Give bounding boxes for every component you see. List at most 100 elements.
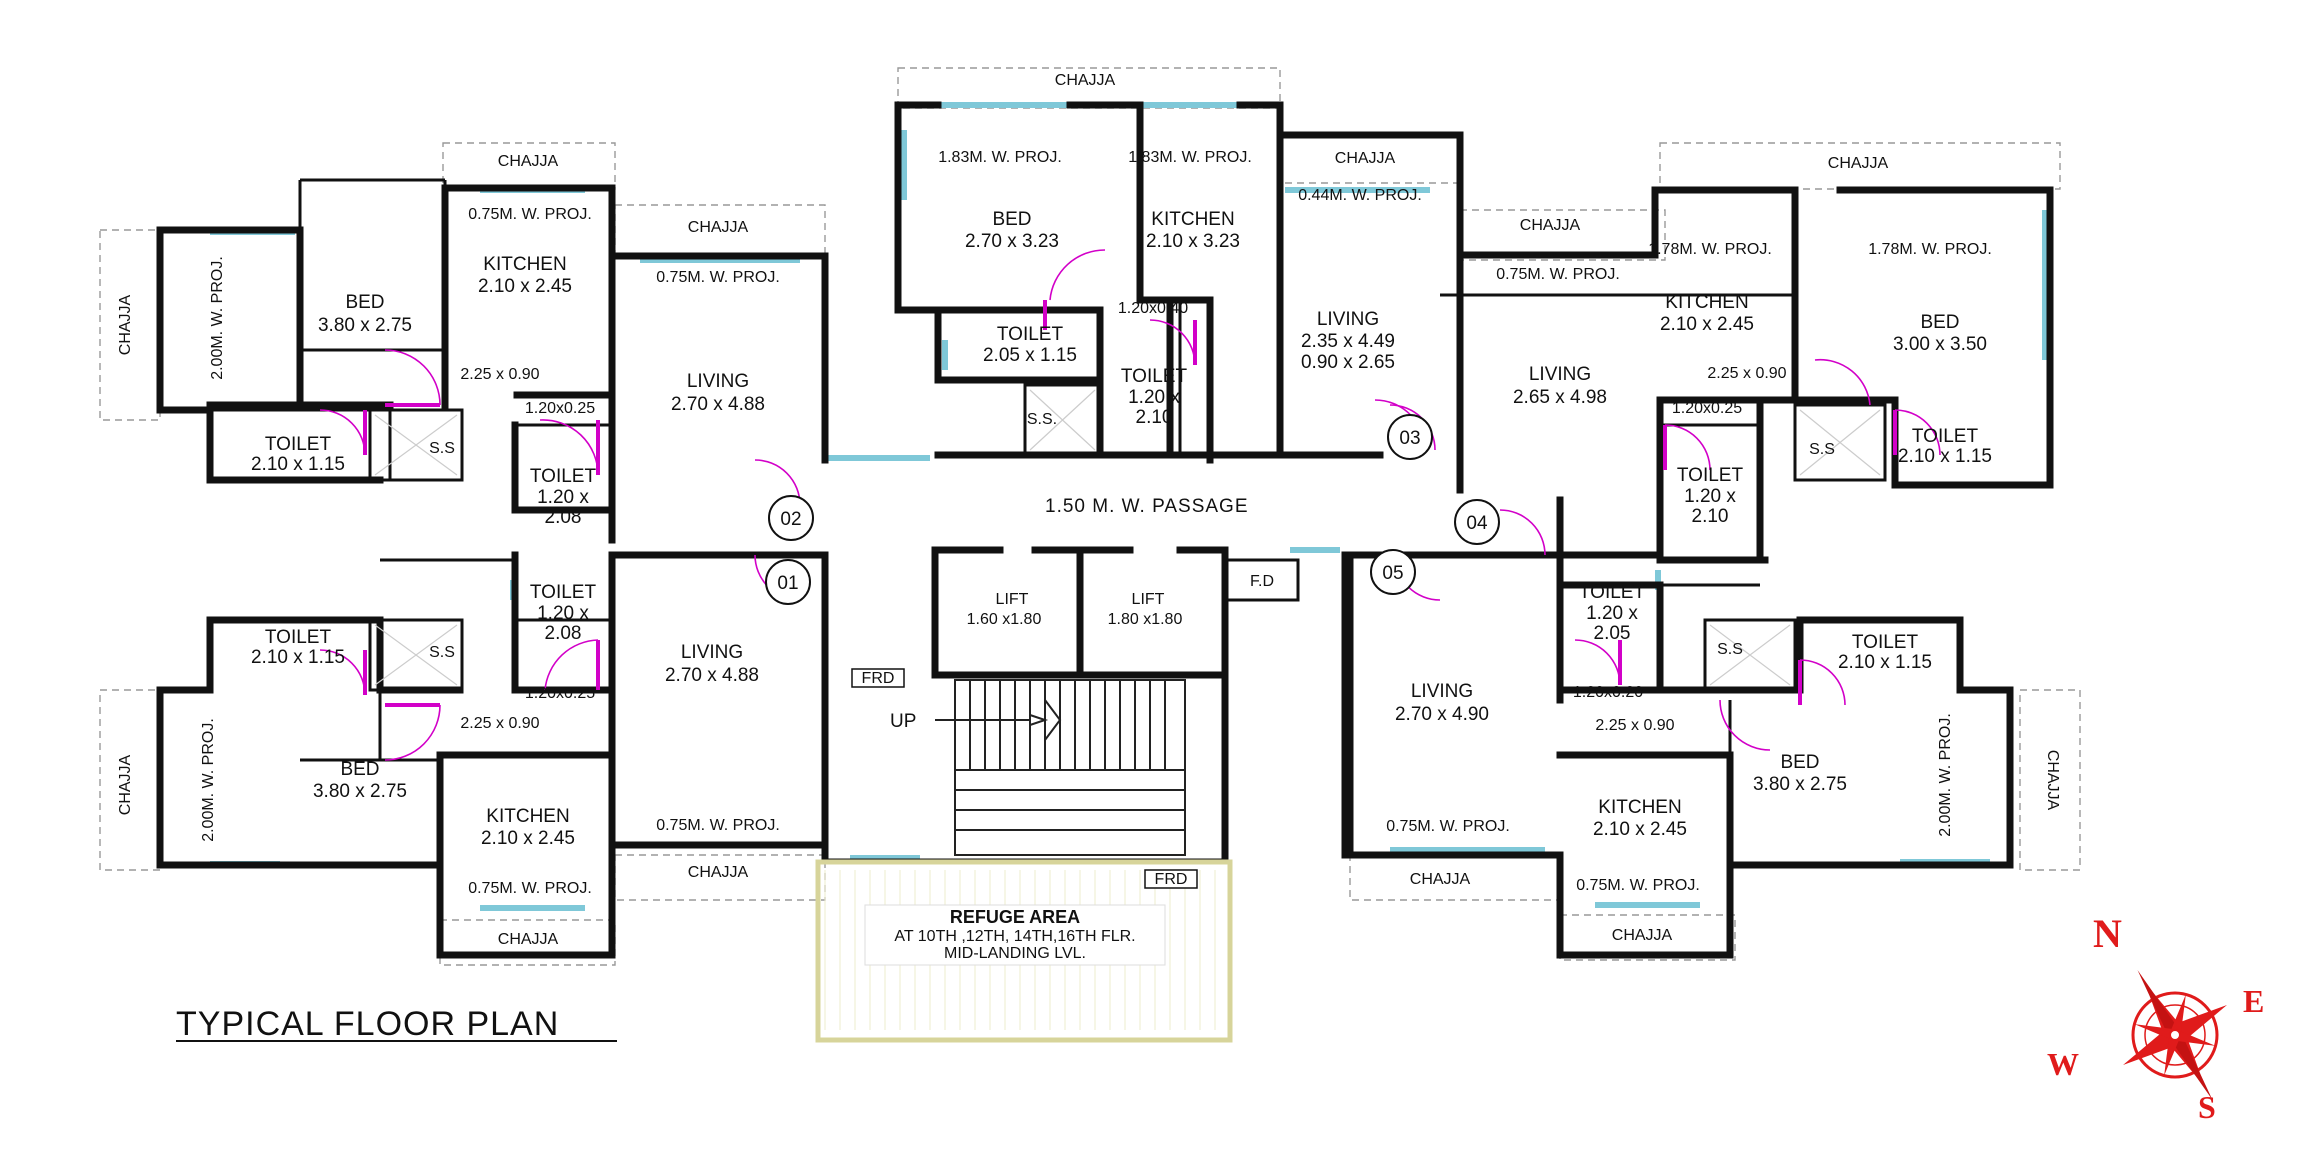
- refuge-line-1: AT 10TH ,12TH, 14TH,16TH FLR.: [894, 928, 1135, 945]
- unit-01-number: 01: [777, 573, 798, 594]
- unit-04-circle: [1454, 499, 1500, 545]
- proj-label: 0.75M. W. PROJ.: [1386, 818, 1510, 835]
- room-dims: 1.20x0.25: [525, 400, 595, 417]
- proj-label: 2.00M. W. PROJ.: [200, 718, 217, 842]
- room-name-toilet: TOILET: [1121, 366, 1188, 387]
- unit-02-circle: [768, 495, 814, 541]
- room-name-bed: BED: [1780, 752, 1819, 773]
- room-dims: 1.20x0.25: [1672, 400, 1742, 417]
- chajja-label: CHAJJA: [1335, 150, 1396, 167]
- room-name-living: LIVING: [681, 642, 743, 663]
- room-name-toilet: TOILET: [1852, 632, 1919, 653]
- compass-rose-icon: [2123, 970, 2227, 1100]
- room-dims: 1.80 x1.80: [1108, 611, 1183, 628]
- room-dims: 1.20 x: [1684, 486, 1736, 507]
- chajja-label: CHAJJA: [117, 754, 134, 815]
- unit-05-circle: [1370, 549, 1416, 595]
- unit-03-number: 03: [1399, 428, 1420, 449]
- room-dims: 2.65 x 4.98: [1513, 387, 1607, 408]
- proj-label: 0.75M. W. PROJ.: [656, 817, 780, 834]
- room-dims: 1.20 x: [1586, 603, 1638, 624]
- room-dims: 2.10 x 2.45: [478, 276, 572, 297]
- room-dims: 2.25 x 0.90: [460, 366, 539, 383]
- room-name-toilet: TOILET: [1579, 582, 1646, 603]
- room-name-lift: LIFT: [996, 591, 1029, 608]
- room-name-bed: BED: [340, 759, 379, 780]
- frd-box-1: [851, 668, 905, 688]
- room-dims: 2.25 x 0.90: [460, 715, 539, 732]
- room-dims: 0.90 x 2.65: [1301, 352, 1395, 373]
- proj-label: 1.78M. W. PROJ.: [1868, 241, 1992, 258]
- frd-label-2: FRD: [1155, 871, 1188, 888]
- room-dims: 2.10 x 1.15: [251, 454, 345, 475]
- proj-label: 2.00M. W. PROJ.: [1937, 713, 1954, 837]
- compass-n: N: [2093, 911, 2122, 956]
- room-name-toilet: TOILET: [530, 582, 597, 603]
- room-name-living: LIVING: [687, 371, 749, 392]
- chajja-label: CHAJJA: [117, 294, 134, 355]
- chajja-label: CHAJJA: [688, 864, 749, 881]
- room-dims: 2.10 x 3.23: [1146, 231, 1240, 252]
- room-dims: 2.10 x 2.45: [1660, 314, 1754, 335]
- proj-label: 0.75M. W. PROJ.: [1576, 877, 1700, 894]
- proj-label: 1.78M. W. PROJ.: [1648, 241, 1772, 258]
- unit-05-number: 05: [1382, 563, 1403, 584]
- room-dims: 1.20 x: [537, 487, 589, 508]
- room-name-toilet: TOILET: [265, 627, 332, 648]
- room-name-kitchen: KITCHEN: [486, 806, 569, 827]
- unit-03-circle: [1387, 414, 1433, 460]
- room-dims: 2.10 x 1.15: [1898, 446, 1992, 467]
- room-name-living: LIVING: [1317, 309, 1379, 330]
- room-name-kitchen: KITCHEN: [1598, 797, 1681, 818]
- ss-label: S.S: [429, 440, 455, 457]
- room-dims: 2.08: [545, 507, 582, 528]
- refuge-area-boundary: [815, 859, 1233, 1043]
- room-dims: 2.10: [1136, 407, 1173, 428]
- proj-label: 1.83M. W. PROJ.: [1128, 149, 1252, 166]
- chajja-label: CHAJJA: [1612, 927, 1673, 944]
- fd-label: F.D: [1250, 573, 1274, 590]
- room-dims: 2.70 x 3.23: [965, 231, 1059, 252]
- chajja-label: CHAJJA: [498, 153, 559, 170]
- room-dims: 2.35 x 4.49: [1301, 331, 1395, 352]
- chajja-label: CHAJJA: [1828, 155, 1889, 172]
- proj-label: 0.44M. W. PROJ.: [1298, 187, 1422, 204]
- room-dims: 3.80 x 2.75: [313, 781, 407, 802]
- proj-label: 0.75M. W. PROJ.: [656, 269, 780, 286]
- room-dims: 1.60 x1.80: [967, 611, 1042, 628]
- stair-up-label: UP: [890, 711, 916, 732]
- frd-box-2: [1144, 869, 1198, 889]
- room-dims: 2.05: [1594, 623, 1631, 644]
- room-dims: 1.20x0.40: [1118, 300, 1188, 317]
- plan-title: TYPICAL FLOOR PLAN: [176, 1005, 559, 1043]
- chajja-label: CHAJJA: [1410, 871, 1471, 888]
- room-dims: 2.70 x 4.88: [665, 665, 759, 686]
- refuge-line-2: MID-LANDING LVL.: [944, 945, 1086, 962]
- unit-04-number: 04: [1466, 513, 1488, 534]
- refuge-heading: REFUGE AREA: [950, 907, 1080, 927]
- proj-label: 2.00M. W. PROJ.: [209, 256, 226, 380]
- unit-01-circle: [765, 559, 811, 605]
- ss-label: S.S: [429, 644, 455, 661]
- room-name-kitchen: KITCHEN: [1665, 292, 1748, 313]
- room-dims: 1.20x0.25: [525, 685, 595, 702]
- refuge-label-box: [864, 904, 1166, 966]
- compass-s: S: [2198, 1089, 2216, 1125]
- room-dims: 2.05 x 1.15: [983, 345, 1077, 366]
- room-dims: 2.70 x 4.88: [671, 394, 765, 415]
- room-name-bed: BED: [1920, 312, 1959, 333]
- room-name-toilet: TOILET: [1912, 426, 1979, 447]
- proj-label: 1.83M. W. PROJ.: [938, 149, 1062, 166]
- ss-label: S.S.: [1027, 411, 1057, 428]
- room-name-living: LIVING: [1411, 681, 1473, 702]
- chajja-label: CHAJJA: [1520, 217, 1581, 234]
- room-name-bed: BED: [345, 292, 384, 313]
- room-dims: 1.20x0.20: [1573, 684, 1643, 701]
- chajja-label: CHAJJA: [688, 219, 749, 236]
- unit-02-number: 02: [780, 509, 801, 530]
- room-dims: 2.10 x 1.15: [1838, 652, 1932, 673]
- room-dims: 2.25 x 0.90: [1595, 717, 1674, 734]
- compass-e: E: [2243, 983, 2264, 1019]
- room-name-kitchen: KITCHEN: [1151, 209, 1234, 230]
- proj-label: 0.75M. W. PROJ.: [468, 206, 592, 223]
